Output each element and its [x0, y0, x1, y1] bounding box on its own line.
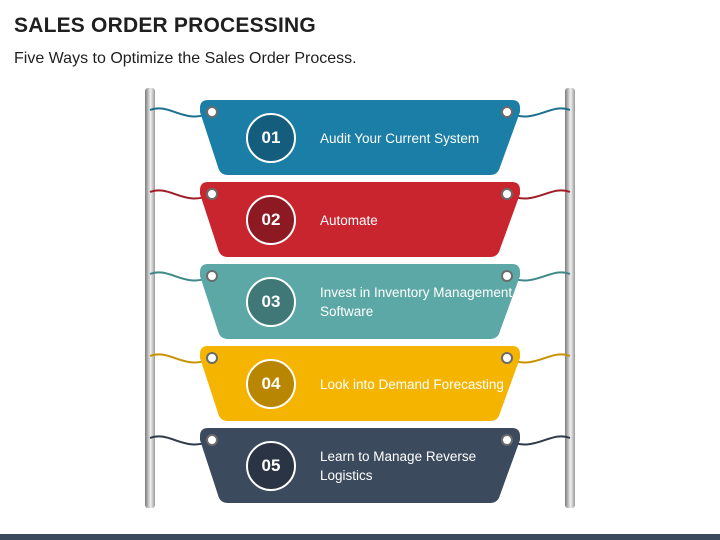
grommet-right-icon — [501, 106, 513, 118]
step-label: Look into Demand Forecasting — [320, 376, 504, 392]
step-number: 02 — [246, 195, 296, 245]
grommet-left-icon — [206, 188, 218, 200]
step-number: 04 — [246, 359, 296, 409]
page-title: SALES ORDER PROCESSING — [14, 14, 316, 37]
step-number: 01 — [246, 113, 296, 163]
step-label: Automate — [320, 212, 378, 228]
bottom-bar — [0, 534, 720, 540]
left-pole — [145, 88, 155, 508]
step-label: Invest in Inventory Management Software — [320, 285, 513, 319]
grommet-left-icon — [206, 352, 218, 364]
grommet-right-icon — [501, 188, 513, 200]
grommet-right-icon — [501, 434, 513, 446]
grommet-left-icon — [206, 106, 218, 118]
step-number: 03 — [246, 277, 296, 327]
grommet-right-icon — [501, 270, 513, 282]
step-label: Audit Your Current System — [320, 130, 480, 146]
right-pole — [565, 88, 575, 508]
page-subtitle: Five Ways to Optimize the Sales Order Pr… — [14, 50, 357, 67]
step-label: Learn to Manage Reverse Logistics — [320, 449, 477, 483]
step-number: 05 — [246, 441, 296, 491]
grommet-left-icon — [206, 270, 218, 282]
grommet-left-icon — [206, 434, 218, 446]
grommet-right-icon — [501, 352, 513, 364]
